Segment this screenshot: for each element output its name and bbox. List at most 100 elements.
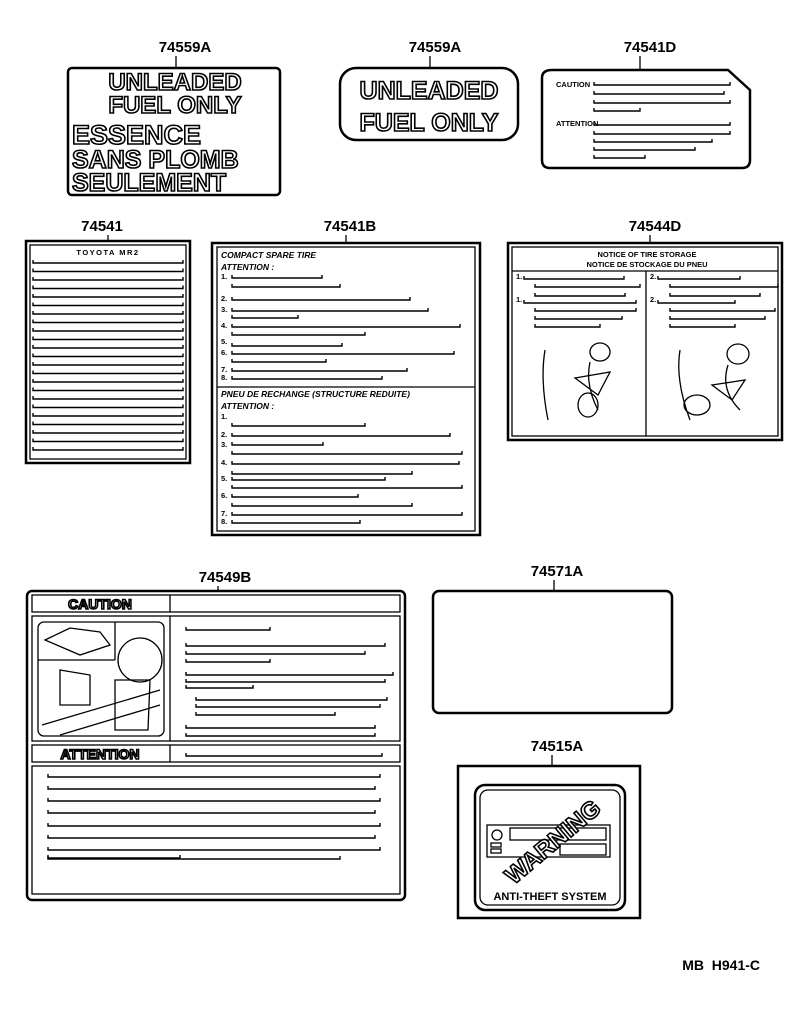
text-line	[32, 277, 184, 281]
text-line	[593, 147, 696, 151]
section-subtitle: ATTENTION :	[220, 262, 274, 272]
text-line	[185, 651, 366, 655]
text-line	[593, 131, 731, 135]
item-number: 7.	[221, 365, 227, 374]
text-line	[32, 345, 184, 349]
text-line	[231, 423, 366, 427]
label-text: UNLEADED	[360, 77, 499, 105]
label-74541d[interactable]: 74541D CAUTION ATTENTION	[540, 39, 752, 170]
text-line	[657, 300, 736, 304]
label-74541b[interactable]: 74541B COMPACT SPARE TIRE ATTENTION : PN…	[210, 218, 482, 537]
item-number: 1.	[221, 412, 227, 421]
text-line	[32, 438, 184, 443]
label-74559a-bilingual[interactable]: 74559A UNLEADED FUEL ONLY ESSENCE SANS P…	[66, 39, 282, 198]
text-line	[32, 302, 184, 307]
text-line	[47, 847, 381, 851]
text-line	[523, 300, 637, 304]
text-line	[32, 430, 184, 434]
text-line	[195, 697, 388, 701]
text-line	[32, 362, 184, 366]
label-74541[interactable]: 74541 TOYOTA MR2	[24, 218, 192, 465]
part-number: 74571A	[531, 563, 584, 580]
item-number: 4.	[221, 458, 227, 467]
part-number: 74544D	[629, 218, 682, 235]
item-number: 3.	[221, 305, 227, 314]
text-line	[32, 294, 184, 298]
label-text: UNLEADED	[108, 69, 241, 96]
text-line	[534, 316, 623, 320]
text-line	[185, 659, 271, 663]
text-line	[32, 379, 184, 383]
text-line	[47, 835, 376, 839]
text-line	[32, 268, 184, 273]
text-line	[32, 387, 184, 392]
text-line	[231, 503, 413, 507]
label-text: SANS PLOMB	[72, 146, 239, 174]
label-text: SEULEMENT	[72, 169, 226, 197]
text-line	[657, 276, 741, 280]
text-line	[231, 494, 359, 498]
item-number: 5.	[221, 474, 227, 483]
text-line	[185, 627, 271, 631]
item-number: 3.	[221, 440, 227, 449]
text-line	[32, 328, 184, 332]
tire-storage-illustration-left	[542, 342, 612, 421]
text-line	[534, 284, 641, 288]
text-line	[669, 284, 779, 288]
part-number: 74559A	[409, 39, 462, 56]
label-74571a[interactable]: 74571A	[431, 563, 674, 715]
text-line	[593, 139, 713, 143]
text-line	[47, 786, 376, 790]
text-line	[47, 810, 376, 814]
item-number: 1.	[516, 295, 522, 304]
text-line	[231, 332, 366, 336]
text-line	[231, 451, 463, 455]
text-line	[32, 260, 184, 264]
text-line	[185, 685, 254, 689]
text-line	[534, 293, 626, 297]
section-subtitle: ATTENTION :	[220, 401, 274, 411]
text-line	[231, 368, 408, 372]
label-text: FUEL ONLY	[108, 92, 241, 119]
text-line	[231, 520, 361, 524]
item-number: 6.	[221, 491, 227, 500]
label-74549b[interactable]: 74549B CAUTION ATTENTION	[25, 569, 407, 902]
notice-title-fr: NOTICE DE STOCKAGE DU PNEU	[586, 260, 707, 269]
text-placeholder-lines	[32, 82, 779, 860]
heading-attention: ATTENTION	[556, 119, 598, 128]
item-number: 4.	[221, 321, 227, 330]
text-line	[32, 396, 184, 400]
text-line	[32, 353, 184, 358]
text-line	[523, 276, 625, 280]
label-74559a-unleaded[interactable]: 74559A UNLEADED FUEL ONLY	[338, 39, 520, 142]
text-line	[593, 122, 731, 126]
text-line	[593, 91, 725, 95]
text-line	[669, 324, 736, 328]
part-number: 74559A	[159, 39, 212, 56]
text-line	[32, 447, 184, 451]
text-line	[185, 643, 386, 647]
text-line	[593, 155, 646, 159]
text-line	[32, 421, 184, 426]
text-line	[669, 293, 761, 297]
label-74544d[interactable]: 74544D NOTICE OF TIRE STORAGE NOTICE DE …	[506, 218, 784, 442]
text-line	[231, 471, 413, 475]
label-title: TOYOTA MR2	[76, 248, 139, 257]
text-line	[185, 753, 383, 757]
item-number: 8.	[221, 517, 227, 526]
heading-attention: ATTENTION	[60, 746, 139, 762]
text-line	[231, 351, 455, 355]
label-text: ESSENCE	[72, 120, 201, 150]
label-74515a[interactable]: 74515A WARNING ANTI-THEFT SYSTEM	[456, 738, 642, 920]
text-line	[669, 308, 776, 312]
section-title: COMPACT SPARE TIRE	[221, 250, 316, 260]
text-line	[32, 404, 184, 409]
text-line	[32, 413, 184, 417]
text-line	[231, 442, 324, 446]
text-line	[231, 485, 463, 489]
item-number: 2.	[650, 272, 656, 281]
text-line	[32, 319, 184, 324]
heading-caution: CAUTION	[556, 80, 590, 89]
